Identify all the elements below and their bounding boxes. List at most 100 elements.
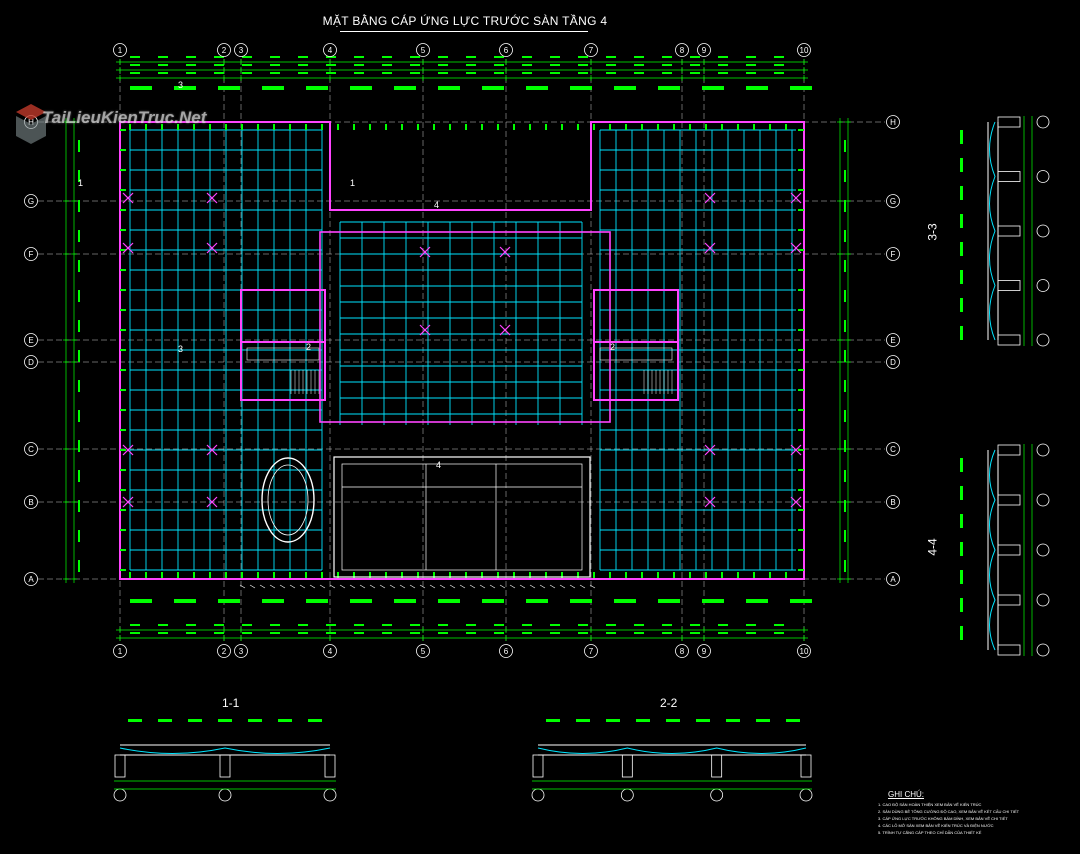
anchor-mark	[449, 572, 451, 578]
dimension-text-mark	[690, 64, 700, 66]
section-label-3-3: 3-3	[925, 223, 940, 241]
section-note-mark	[666, 719, 680, 722]
hatch-mark	[559, 584, 566, 589]
axis-label: 2	[222, 46, 227, 55]
section-note-mark	[960, 130, 963, 144]
anchor-mark	[798, 229, 804, 231]
section-note-mark	[278, 719, 292, 722]
tendon-tag	[306, 86, 328, 90]
anchor-mark	[120, 249, 126, 251]
anchor-mark	[609, 124, 611, 130]
axis-bubble	[697, 43, 711, 57]
anchor-mark	[433, 572, 435, 578]
anchor-mark	[529, 572, 531, 578]
section-note-mark	[960, 270, 963, 284]
section-column	[324, 754, 336, 778]
axis-bubble	[886, 495, 900, 509]
anchor-mark	[577, 124, 579, 130]
anchor-mark	[161, 572, 163, 578]
dimension-text-mark	[354, 64, 364, 66]
anchor-mark	[798, 209, 804, 211]
axis-label: 8	[680, 46, 685, 55]
dimension-text-mark	[438, 56, 448, 58]
dimension-text-mark	[746, 64, 756, 66]
dimension-text-mark	[242, 632, 252, 634]
section-marker: 1	[350, 178, 355, 188]
slab-outline	[119, 121, 805, 580]
anchor-mark	[689, 124, 691, 130]
axis-label: 3	[239, 46, 244, 55]
dimension-text-mark	[410, 632, 420, 634]
section-note-mark	[606, 719, 620, 722]
tendon-tag	[130, 86, 152, 90]
anchor-mark	[120, 549, 126, 551]
dimension-text-mark	[78, 350, 80, 362]
axis-label: 7	[589, 46, 594, 55]
column-mark	[206, 496, 218, 508]
dimension-text-mark	[158, 632, 168, 634]
hatch-mark	[299, 584, 306, 589]
column-mark	[419, 246, 431, 258]
anchor-mark	[769, 124, 771, 130]
axis-bubble	[24, 333, 38, 347]
watermark-text: TaiLieuKienTruc.Net	[42, 108, 207, 127]
dimension-text-mark	[438, 64, 448, 66]
notes-line: 3. CÁP ỨNG LỰC TRƯỚC KHÔNG BÁM DÍNH, XEM…	[878, 816, 1008, 821]
hatch-mark	[329, 584, 336, 589]
anchor-mark	[337, 572, 339, 578]
dimension-text-mark	[410, 72, 420, 74]
axis-label: G	[890, 197, 896, 206]
section-note-mark	[960, 214, 963, 228]
anchor-mark	[798, 369, 804, 371]
anchor-mark	[337, 124, 339, 130]
axis-label: B	[890, 498, 895, 507]
dimension-text-mark	[844, 350, 846, 362]
dimension-text-mark	[78, 500, 80, 512]
anchor-mark	[798, 169, 804, 171]
hatch-mark	[449, 584, 456, 589]
column-mark	[206, 192, 218, 204]
dimension-text-mark	[186, 624, 196, 626]
dimension-text-mark	[634, 624, 644, 626]
tendon-tag	[570, 86, 592, 90]
dimension-text-mark	[466, 624, 476, 626]
anchor-mark	[120, 309, 126, 311]
hatch-mark	[509, 584, 516, 589]
anchor-mark	[481, 124, 483, 130]
anchor-mark	[433, 124, 435, 130]
anchor-mark	[798, 529, 804, 531]
axis-label: 3	[239, 647, 244, 656]
tendon-tag	[218, 86, 240, 90]
hatch-mark	[369, 584, 376, 589]
tendon-tag	[702, 599, 724, 603]
anchor-mark	[120, 229, 126, 231]
notes-line: 1. CAO ĐỘ SÀN HOÀN THIỆN XEM BẢN VẼ KIẾN…	[878, 802, 982, 807]
tendon-tag	[218, 599, 240, 603]
tendon-tag	[306, 599, 328, 603]
dimension-text-mark	[270, 56, 280, 58]
column-mark	[122, 242, 134, 254]
axis-bubble	[499, 644, 513, 658]
hatch-mark	[459, 584, 466, 589]
dimension-text-mark	[550, 624, 560, 626]
section-column	[997, 171, 1021, 182]
anchor-mark	[513, 572, 515, 578]
section-note-mark	[726, 719, 740, 722]
tendon-tag	[746, 599, 768, 603]
dimension-text-mark	[662, 64, 672, 66]
dimension-text-mark	[298, 72, 308, 74]
section-axis-bubble	[620, 788, 634, 802]
anchor-mark	[145, 572, 147, 578]
dimension-text-mark	[186, 64, 196, 66]
section-column	[997, 225, 1021, 237]
axis-bubble	[886, 194, 900, 208]
axis-label: 10	[800, 46, 809, 55]
notes-line: 2. SÀN DÙNG BÊ TÔNG CƯỜNG ĐỘ CAO, XEM BẢ…	[878, 809, 1020, 814]
dimension-text-mark	[78, 470, 80, 482]
dimension-text-mark	[78, 530, 80, 542]
dimension-text-mark	[662, 56, 672, 58]
dimension-text-mark	[578, 72, 588, 74]
axis-label: 10	[800, 647, 809, 656]
axis-bubble	[886, 247, 900, 261]
anchor-mark	[721, 572, 723, 578]
